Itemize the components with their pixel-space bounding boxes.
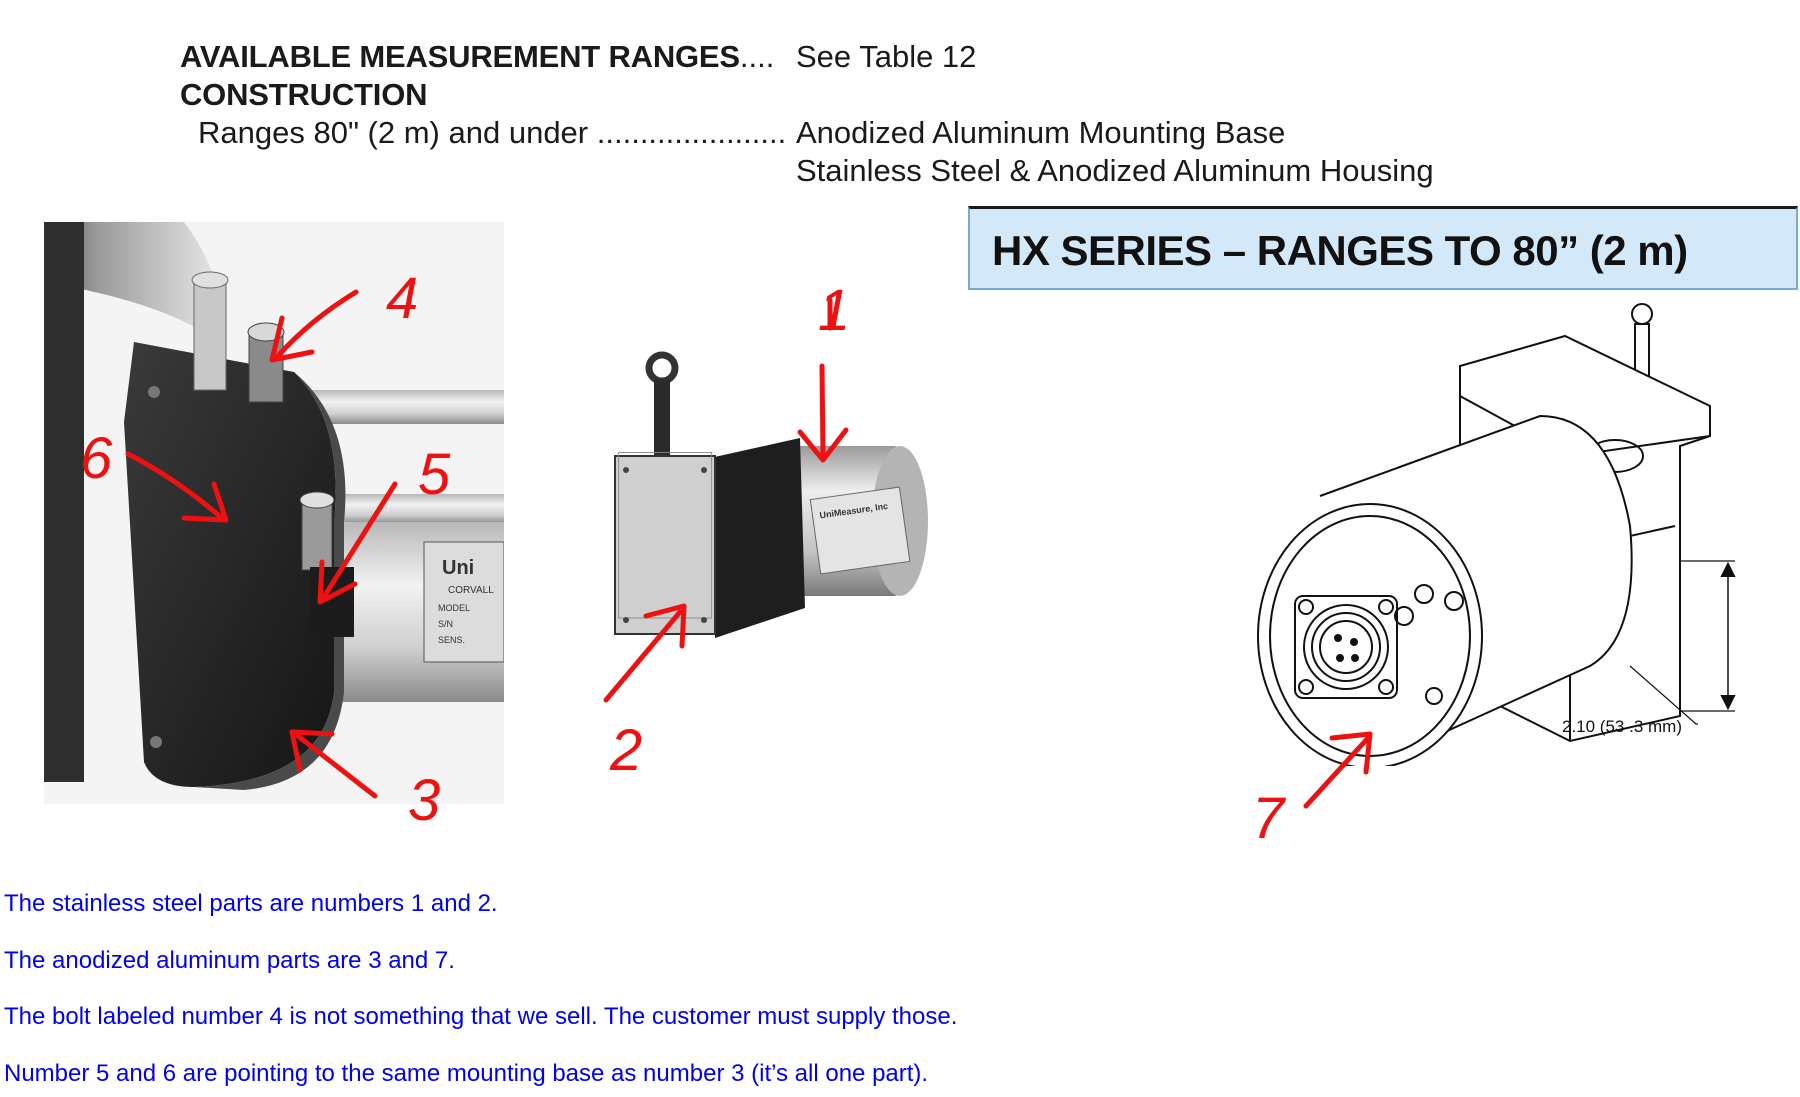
plate-city: CORVALL (448, 585, 494, 596)
ranges-label: AVAILABLE MEASUREMENT RANGES (180, 39, 740, 74)
sub-value-2: Stainless Steel & Anodized Aluminum Hous… (796, 153, 1434, 188)
plate-sn: S/N (438, 619, 453, 629)
note-2: The anodized aluminum parts are 3 and 7. (4, 947, 455, 974)
callout-2-label: 2 (609, 718, 642, 783)
ranges-value: See Table 12 (796, 39, 977, 74)
sub-dots: ...................... (596, 115, 787, 150)
plate-brand: Uni (442, 557, 474, 579)
dimension-label: 2.10 (53 .3 mm) (1562, 717, 1682, 736)
ranges-dots: .... (739, 39, 775, 74)
series-banner: HX SERIES – RANGES TO 80” (2 m) (968, 206, 1798, 290)
spec-ranges-row: AVAILABLE MEASUREMENT RANGES.... (180, 38, 774, 76)
hx-line-drawing: 2.10 (53 .3 mm) (1257, 303, 1736, 766)
sub-value-1: Anodized Aluminum Mounting Base (796, 115, 1286, 150)
plate-model: MODEL (438, 603, 470, 613)
note-3: The bolt labeled number 4 is not somethi… (4, 1003, 958, 1030)
callout-1-label: 1 (818, 278, 850, 343)
note-4: Number 5 and 6 are pointing to the same … (4, 1060, 929, 1087)
construction-label: CONSTRUCTION (180, 77, 428, 112)
photo-transducer: UniMeasure, Inc (610, 348, 960, 688)
note-1: The stainless steel parts are numbers 1 … (4, 890, 498, 917)
transducer-image: UniMeasure, Inc (614, 351, 928, 638)
spec-sub-row: Ranges 80" (2 m) and under .............… (198, 114, 786, 152)
callout-7-label: 7 (1252, 786, 1287, 851)
photo-mounting-base: Uni CORVALL MODEL S/N SENS. (44, 222, 504, 804)
spec-block: AVAILABLE MEASUREMENT RANGES.... See Tab… (0, 0, 1800, 200)
mounting-base-image: Uni CORVALL MODEL S/N SENS. (44, 222, 504, 804)
drawing-hx: 2.10 (53 .3 mm) (1210, 296, 1750, 766)
series-title: HX SERIES – RANGES TO 80” (2 m) (992, 227, 1688, 274)
plate-sens: SENS. (438, 635, 465, 645)
sub-label: Ranges 80" (2 m) and under (198, 115, 589, 150)
